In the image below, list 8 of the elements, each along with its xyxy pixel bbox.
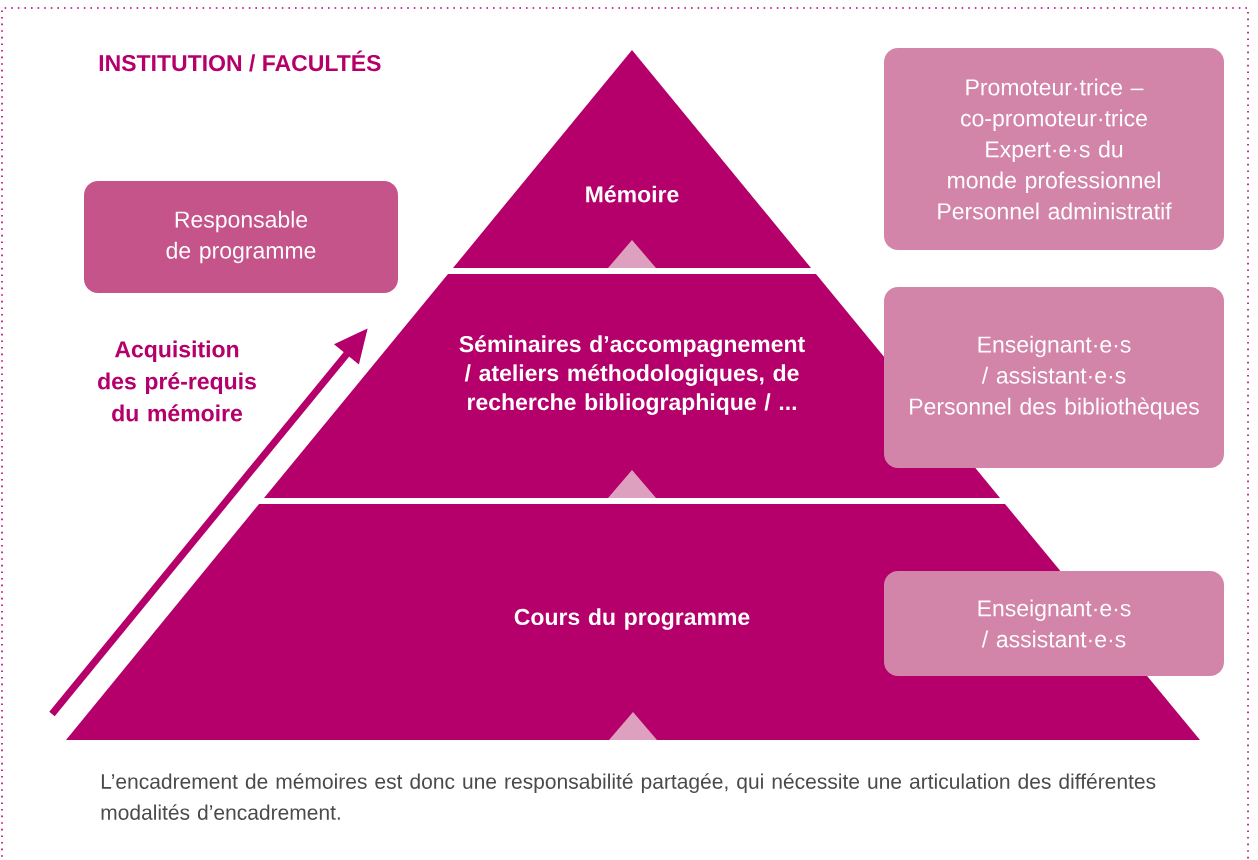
pyramid-tier: Mémoire [453,50,811,268]
role-box: Responsable de programme [84,181,398,293]
role-box: Enseignant·e·s / assistant·e·s Personnel des bibliothèques [884,287,1224,468]
role-box: Enseignant·e·s / assistant·e·s [884,571,1224,676]
arrow-label: Acquisition des pré-requis du mémoire [98,340,256,422]
role-box: Promoteur·trice – co-promoteur·trice Expert·e·s du monde professionnel Personnel administratif [884,48,1224,250]
heading: INSTITUTION / FACULTÉS [99,50,381,72]
caption: L’encadrement de mémoires est donc une responsabilité partagée, qui nécessite une articulation des différentes modalités d’encadrement. [101,773,1156,820]
